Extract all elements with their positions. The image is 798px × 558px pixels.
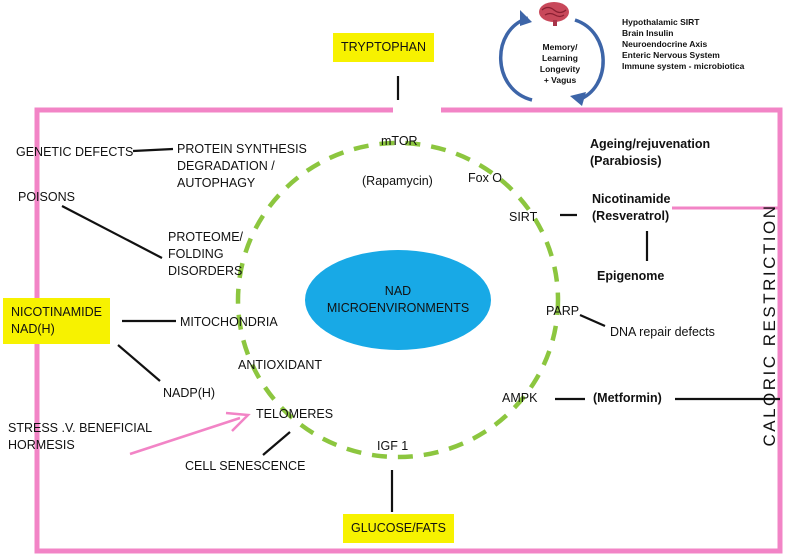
parp-dna-link bbox=[579, 313, 606, 328]
igf1-label: IGF 1 bbox=[377, 439, 409, 453]
center-line-2: MICROENVIRONMENTS bbox=[326, 301, 470, 315]
nicotinamide-nadph-link bbox=[117, 344, 161, 382]
cycle-line-2: Learning bbox=[542, 53, 578, 64]
cycle-arrowhead-right bbox=[570, 92, 586, 106]
proteome-line-3: DISORDERS bbox=[168, 263, 243, 278]
brain-stem bbox=[553, 20, 557, 26]
ring-path bbox=[235, 140, 561, 460]
cycle-line-4: + Vagus bbox=[543, 75, 577, 86]
nicotinamide-label: NICOTINAMIDE bbox=[11, 305, 102, 319]
ageing-line-2: (Parabiosis) bbox=[590, 153, 662, 168]
connector-lines bbox=[61, 76, 780, 512]
stress-line-1: STRESS .V. BENEFICIAL bbox=[8, 421, 153, 435]
telomere-senescence-link bbox=[262, 431, 291, 456]
ageing-line-1: Ageing/rejuvenation bbox=[590, 137, 711, 151]
cycle-line-3: Longevity bbox=[539, 64, 581, 75]
protein-line-3: AUTOPHAGY bbox=[177, 175, 256, 190]
sirt-label: SIRT bbox=[509, 210, 538, 224]
proteome-line-1: PROTEOME/ bbox=[168, 230, 244, 244]
protein-line-1: PROTEIN SYNTHESIS bbox=[177, 142, 307, 156]
metformin-label: (Metformin) bbox=[593, 391, 662, 405]
pink-frame bbox=[34, 107, 783, 554]
ampk-label: AMPK bbox=[502, 391, 538, 405]
brain-icon bbox=[539, 2, 569, 26]
nicotinamide-resveratrol-label: Nicotinamide (Resveratrol) bbox=[592, 191, 671, 225]
cycle-line-1: Memory/ bbox=[542, 42, 578, 52]
protein-line-2: DEGRADATION / bbox=[177, 158, 275, 173]
nicotinamide-line-2: (Resveratrol) bbox=[592, 208, 670, 223]
poisons-label: POISONS bbox=[18, 190, 75, 204]
genetic-protein-link bbox=[132, 147, 174, 153]
frame-border bbox=[34, 107, 783, 554]
brain-lobe bbox=[539, 2, 569, 22]
tryptophan-label: TRYPTOPHAN bbox=[341, 40, 426, 54]
nad-center: NAD MICROENVIRONMENTS bbox=[305, 250, 491, 350]
nicotinamide-nadh-box: NICOTINAMIDE NAD(H) bbox=[3, 298, 110, 344]
poisons-proteome-link bbox=[61, 205, 163, 259]
parp-label: PARP bbox=[546, 304, 580, 318]
cycle-arrow-right bbox=[574, 18, 605, 102]
brain-systems-list: Hypothalamic SIRT Brain Insulin Neuroend… bbox=[622, 17, 744, 72]
glucose-fats-label: GLUCOSE/FATS bbox=[351, 521, 446, 535]
epigenome-label: Epigenome bbox=[597, 269, 665, 283]
tryptophan-box: TRYPTOPHAN bbox=[333, 33, 434, 62]
nicotinamide-line-1: Nicotinamide bbox=[592, 192, 671, 206]
cycle-arrow-left bbox=[499, 16, 533, 102]
brain-cycle-arrows bbox=[499, 10, 605, 106]
cycle-arrowhead-left bbox=[520, 10, 532, 26]
stress-arrowhead bbox=[225, 411, 251, 432]
caloric-restriction-label: CALORIC RESTRICTION bbox=[760, 203, 779, 447]
brain-system-item: Immune system - microbiotica bbox=[622, 61, 745, 72]
ageing-rejuvenation-label: Ageing/rejuvenation (Parabiosis) bbox=[590, 136, 710, 170]
stress-hormesis-label: STRESS .V. BENEFICIAL HORMESIS bbox=[8, 420, 152, 454]
telomeres-label: TELOMERES bbox=[256, 407, 334, 421]
brain-folds bbox=[541, 6, 567, 18]
mtor-label: mTOR bbox=[381, 134, 418, 148]
rapamycin-label: (Rapamycin) bbox=[362, 174, 433, 188]
nadh-label: NAD(H) bbox=[11, 321, 55, 336]
foxo-label: Fox O bbox=[468, 171, 503, 185]
glucose-fats-box: GLUCOSE/FATS bbox=[343, 514, 454, 543]
stress-line-2: HORMESIS bbox=[8, 437, 75, 452]
nadph-label: NADP(H) bbox=[163, 386, 216, 400]
genetic-defects-label: GENETIC DEFECTS bbox=[16, 145, 134, 159]
brain-system-item: Enteric Nervous System bbox=[622, 50, 720, 61]
center-line-1: NAD bbox=[384, 284, 412, 299]
dna-repair-label: DNA repair defects bbox=[610, 325, 715, 339]
protein-synthesis-label: PROTEIN SYNTHESIS DEGRADATION / AUTOPHAG… bbox=[177, 141, 307, 192]
brain-system-item: Brain Insulin bbox=[622, 28, 674, 39]
brain-system-item: Neuroendocrine Axis bbox=[622, 39, 708, 50]
green-dashed-ring bbox=[235, 140, 561, 460]
cell-senescence-label: CELL SENESCENCE bbox=[185, 459, 306, 473]
antioxidant-label: ANTIOXIDANT bbox=[238, 358, 323, 372]
proteome-folding-label: PROTEOME/ FOLDING DISORDERS bbox=[168, 229, 243, 280]
brain-system-item: Hypothalamic SIRT bbox=[622, 17, 700, 27]
mitochondria-label: MITOCHONDRIA bbox=[180, 315, 278, 329]
proteome-line-2: FOLDING bbox=[168, 246, 224, 261]
stress-telomeres-arrow bbox=[129, 416, 241, 456]
memory-longevity-label: Memory/ Learning Longevity + Vagus bbox=[532, 42, 588, 86]
